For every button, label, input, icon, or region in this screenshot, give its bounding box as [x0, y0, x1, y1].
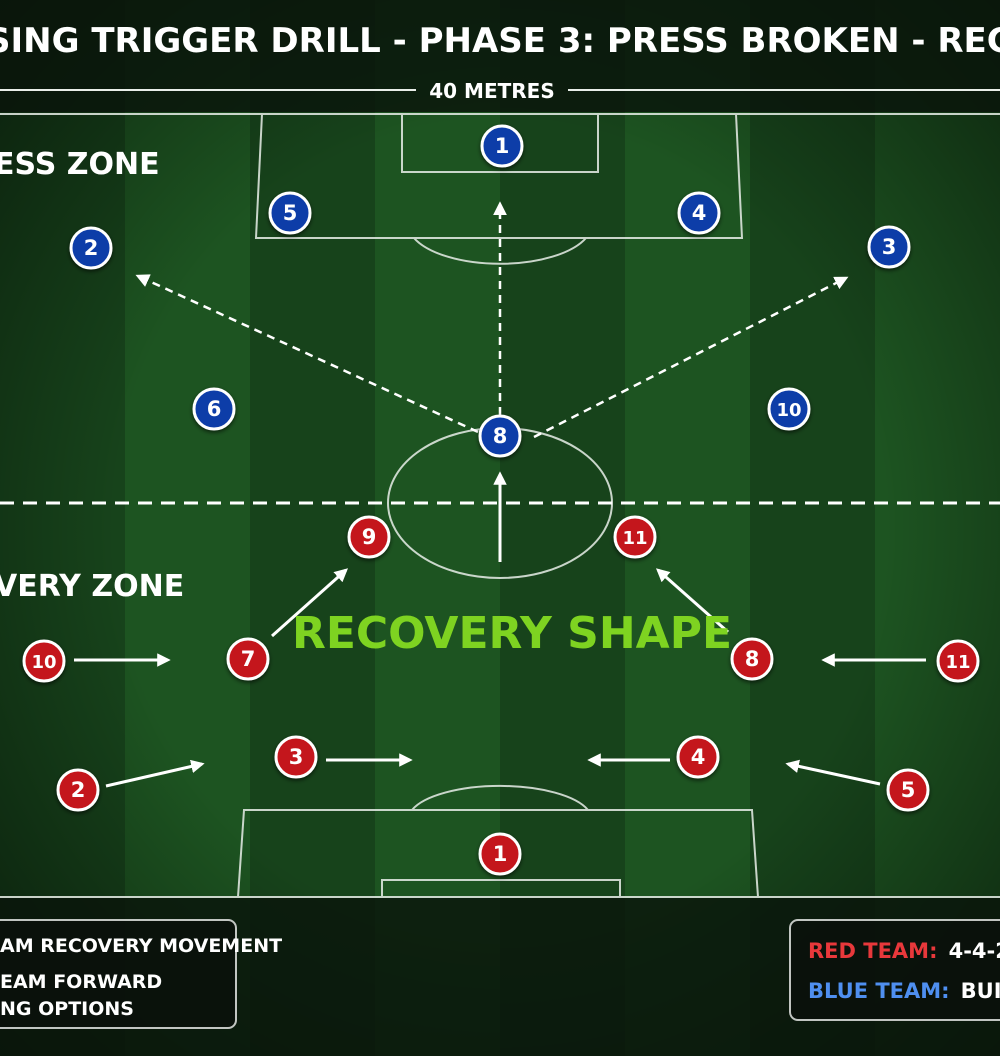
red-player-number: 10	[31, 652, 56, 673]
blue-player-number: 2	[84, 236, 99, 260]
legend-right: RED TEAM: 4-4-2 MI BLUE TEAM: BUILDING	[789, 919, 1000, 1021]
red-player-number: 11	[622, 528, 647, 549]
blue-player-2: 5	[268, 191, 312, 235]
recovery-movements	[74, 471, 926, 788]
red-player-number: 5	[901, 778, 916, 802]
red-player-3: 10	[22, 639, 66, 683]
bottom-penalty-arc	[411, 784, 589, 811]
red-player-4: 7	[226, 637, 270, 681]
red-player-7: 3	[274, 735, 318, 779]
header-band	[0, 0, 1000, 112]
blue-player-marker	[677, 191, 721, 235]
red-player-marker	[56, 768, 100, 812]
red-player-1: 9	[347, 515, 391, 559]
blue-team-label: BLUE TEAM:	[808, 979, 950, 1003]
blue-player-marker	[867, 225, 911, 269]
red-player-number: 7	[241, 647, 256, 671]
red-player-marker	[226, 637, 270, 681]
blue-player-marker	[69, 226, 113, 270]
blue-player-5: 3	[867, 225, 911, 269]
diagram-title: SING TRIGGER DRILL - PHASE 3: PRESS BROK…	[0, 21, 1000, 61]
blue-player-number: 1	[495, 134, 510, 158]
red-player-marker	[347, 515, 391, 559]
blue-player-marker	[767, 387, 811, 431]
legend-left-box	[0, 919, 237, 1029]
blue-player-marker	[268, 191, 312, 235]
legend-right-box	[789, 919, 1000, 1021]
press-zone-label: ESS ZONE	[0, 147, 160, 182]
red-player-6: 11	[936, 639, 980, 683]
pass-option-to-2	[135, 274, 479, 434]
blue-player-number: 6	[207, 397, 222, 421]
blue-player-marker	[478, 414, 522, 458]
move-7	[271, 568, 349, 638]
bottom-goal-area	[381, 879, 621, 898]
blue-player-number: 4	[692, 201, 707, 225]
top-penalty-area	[254, 113, 744, 239]
recovery-shape-label: RECOVERY SHAPE	[292, 608, 732, 659]
blue-player-1: 1	[480, 124, 524, 168]
blue-player-number: 5	[283, 201, 298, 225]
players: 1 5 4 2 3 6 10 8 9 11 10 7 8 11 3 4 2 5 1	[22, 124, 980, 876]
red-player-marker	[886, 768, 930, 812]
blue-player-7: 10	[767, 387, 811, 431]
red-player-number: 2	[71, 778, 86, 802]
blue-player-8: 8	[478, 414, 522, 458]
bottom-penalty-area	[237, 809, 759, 898]
red-player-8: 4	[676, 735, 720, 779]
red-player-marker	[730, 637, 774, 681]
top-penalty-arc	[413, 237, 587, 265]
red-player-marker	[274, 735, 318, 779]
legend-left: AM RECOVERY MOVEMENT EAM FORWARD NG OPTI…	[0, 919, 282, 1029]
red-player-11: 1	[478, 832, 522, 876]
red-player-10: 5	[886, 768, 930, 812]
move-8	[655, 568, 729, 634]
red-player-marker	[936, 639, 980, 683]
blue-player-4: 2	[69, 226, 113, 270]
move-5	[785, 759, 881, 786]
red-player-number: 1	[493, 842, 508, 866]
blue-player-6: 6	[192, 387, 236, 431]
red-player-2: 11	[613, 515, 657, 559]
red-team-label: RED TEAM:	[808, 939, 937, 963]
legend-recovery-movement: AM RECOVERY MOVEMENT	[0, 935, 282, 957]
red-team-value: 4-4-2 MI	[949, 939, 1000, 963]
blue-player-number: 8	[493, 424, 508, 448]
pass-option-to-3	[533, 276, 849, 439]
passing-options	[135, 201, 849, 439]
red-player-9: 2	[56, 768, 100, 812]
red-player-marker	[613, 515, 657, 559]
red-player-number: 11	[945, 652, 970, 673]
legend-options: NG OPTIONS	[0, 998, 134, 1020]
scale-label: 40 METRES	[429, 79, 554, 103]
recovery-zone-label: VERY ZONE	[0, 569, 184, 604]
blue-team-value: BUILDING	[961, 979, 1000, 1003]
legend-red-team: RED TEAM: 4-4-2 MI	[808, 939, 1000, 963]
red-player-marker	[676, 735, 720, 779]
red-player-number: 3	[289, 745, 304, 769]
red-player-number: 9	[362, 525, 377, 549]
red-player-marker	[478, 832, 522, 876]
top-goal-area	[401, 113, 599, 173]
blue-player-marker	[192, 387, 236, 431]
blue-player-number: 10	[776, 400, 801, 421]
blue-player-3: 4	[677, 191, 721, 235]
red-player-number: 8	[745, 647, 760, 671]
blue-player-marker	[480, 124, 524, 168]
red-player-number: 4	[691, 745, 706, 769]
red-player-5: 8	[730, 637, 774, 681]
blue-player-number: 3	[882, 235, 897, 259]
red-player-marker	[22, 639, 66, 683]
legend-forward: EAM FORWARD	[0, 971, 162, 993]
move-2	[105, 759, 205, 788]
legend-blue-team: BLUE TEAM: BUILDING	[808, 979, 1000, 1003]
